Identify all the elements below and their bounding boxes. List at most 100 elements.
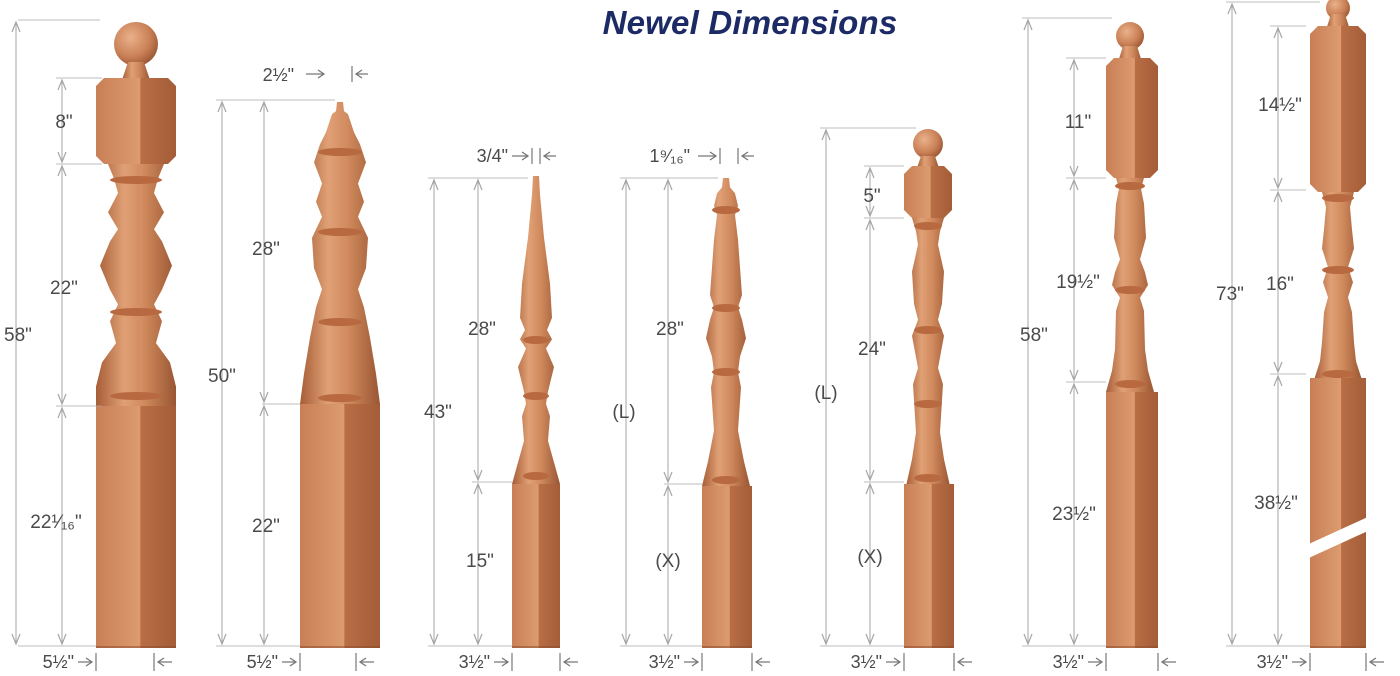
overall-height-label: 58" bbox=[4, 325, 32, 346]
overall-height-label: (L) bbox=[814, 383, 837, 404]
segment-label: 22¹⁄₁₆" bbox=[30, 512, 81, 533]
arrow-down bbox=[865, 205, 875, 218]
segment-label: 11" bbox=[1065, 112, 1091, 133]
overall-height-label: 50" bbox=[208, 366, 236, 387]
top-width-arrow bbox=[740, 151, 754, 161]
width-arrow-left bbox=[684, 657, 700, 667]
base-block-edge bbox=[1106, 646, 1158, 648]
arrow-up bbox=[57, 406, 67, 419]
segment-label: 14½" bbox=[1258, 95, 1302, 116]
segment-label: 28" bbox=[468, 319, 496, 340]
width-arrow-left bbox=[886, 657, 902, 667]
cap-block bbox=[96, 78, 176, 164]
arrow-down bbox=[217, 633, 227, 646]
newel-4 bbox=[702, 178, 752, 648]
arrow-up bbox=[1227, 2, 1237, 15]
neck bbox=[122, 62, 150, 80]
width-label: 3½" bbox=[1257, 652, 1288, 672]
arrow-down bbox=[259, 391, 269, 404]
bead-ring bbox=[914, 326, 942, 334]
arrow-down bbox=[473, 633, 483, 646]
ball-top bbox=[114, 22, 158, 66]
width-label: 5½" bbox=[247, 652, 278, 672]
arrow-up bbox=[865, 166, 875, 179]
bead-ring bbox=[1115, 380, 1145, 388]
newel-5-dims bbox=[820, 127, 916, 647]
width-arrow-right bbox=[358, 657, 374, 667]
top-width-arrow bbox=[306, 69, 326, 79]
arrow-up bbox=[1273, 190, 1283, 203]
newel-1-labels: 58"8"22"22¹⁄₁₆"5½" bbox=[4, 112, 172, 672]
arrow-down bbox=[1069, 633, 1079, 646]
ball-top bbox=[913, 129, 943, 159]
base-block-edge bbox=[702, 646, 752, 648]
segment-label: 5" bbox=[863, 186, 880, 207]
arrow-down bbox=[57, 393, 67, 406]
bead-ring bbox=[523, 392, 549, 400]
arrow-down bbox=[473, 469, 483, 482]
arrow-up bbox=[1069, 178, 1079, 191]
break-mark bbox=[1300, 516, 1370, 562]
turned-section bbox=[300, 102, 380, 404]
arrow-down bbox=[259, 633, 269, 646]
width-arrow-right bbox=[1160, 657, 1176, 667]
overall-height-label: (L) bbox=[612, 402, 635, 423]
arrow-down bbox=[865, 469, 875, 482]
arrow-down bbox=[1273, 177, 1283, 190]
base-block bbox=[300, 404, 380, 648]
arrow-up bbox=[1023, 18, 1033, 31]
width-arrow-right bbox=[562, 657, 578, 667]
segment-label: 38½" bbox=[1254, 493, 1298, 514]
base-block bbox=[96, 406, 176, 648]
cap-block bbox=[904, 166, 952, 218]
newel-5 bbox=[904, 129, 954, 648]
arrow-up bbox=[1273, 374, 1283, 387]
arrow-down bbox=[57, 633, 67, 646]
newel-2-labels: 50"28"22"2½"5½" bbox=[208, 65, 374, 672]
newel-6-dims bbox=[1022, 17, 1112, 647]
bead-ring bbox=[318, 148, 362, 156]
base-block-edge bbox=[1310, 646, 1366, 648]
arrow-up bbox=[259, 404, 269, 417]
width-arrow-right bbox=[1368, 657, 1384, 667]
bead-ring bbox=[318, 394, 362, 402]
base-block bbox=[702, 486, 752, 648]
segment-label: (X) bbox=[655, 551, 680, 572]
newel-6-labels: 58"11"19½"23½"3½" bbox=[1020, 112, 1176, 672]
segment-label: 19½" bbox=[1056, 272, 1100, 293]
arrow-up bbox=[473, 482, 483, 495]
arrow-down bbox=[57, 151, 67, 164]
newel-7-dims bbox=[1226, 1, 1320, 647]
arrow-down bbox=[621, 633, 631, 646]
arrow-up bbox=[217, 100, 227, 113]
width-arrow-right bbox=[754, 657, 770, 667]
turned-section bbox=[512, 176, 560, 484]
bead-ring bbox=[712, 476, 740, 484]
bead-ring bbox=[1115, 286, 1145, 294]
bead-ring bbox=[318, 228, 362, 236]
top-width-arrow bbox=[354, 69, 368, 79]
bead-ring bbox=[914, 474, 942, 482]
segment-label: 22" bbox=[50, 278, 78, 299]
arrow-up bbox=[1069, 58, 1079, 71]
width-arrow-left bbox=[282, 657, 298, 667]
segment-label: 15" bbox=[466, 551, 494, 572]
width-label: 3½" bbox=[649, 652, 680, 672]
base-block bbox=[512, 484, 560, 648]
base-block-edge bbox=[300, 646, 380, 648]
top-width-arrow bbox=[698, 151, 718, 161]
width-label: 3½" bbox=[459, 652, 490, 672]
bead-ring bbox=[914, 222, 942, 230]
width-label: 3½" bbox=[851, 652, 882, 672]
top-width-arrow bbox=[512, 151, 530, 161]
newel-2-dims bbox=[216, 99, 335, 647]
arrow-down bbox=[1273, 633, 1283, 646]
bead-ring bbox=[712, 206, 740, 214]
segment-label: 22" bbox=[252, 516, 280, 537]
bead-ring bbox=[110, 392, 162, 400]
top-width-label: 1⁹⁄₁₆" bbox=[650, 146, 690, 166]
width-arrow-left bbox=[1292, 657, 1308, 667]
arrow-down bbox=[821, 633, 831, 646]
newel-5-labels: (L)5"24"(X)3½" bbox=[814, 186, 972, 672]
